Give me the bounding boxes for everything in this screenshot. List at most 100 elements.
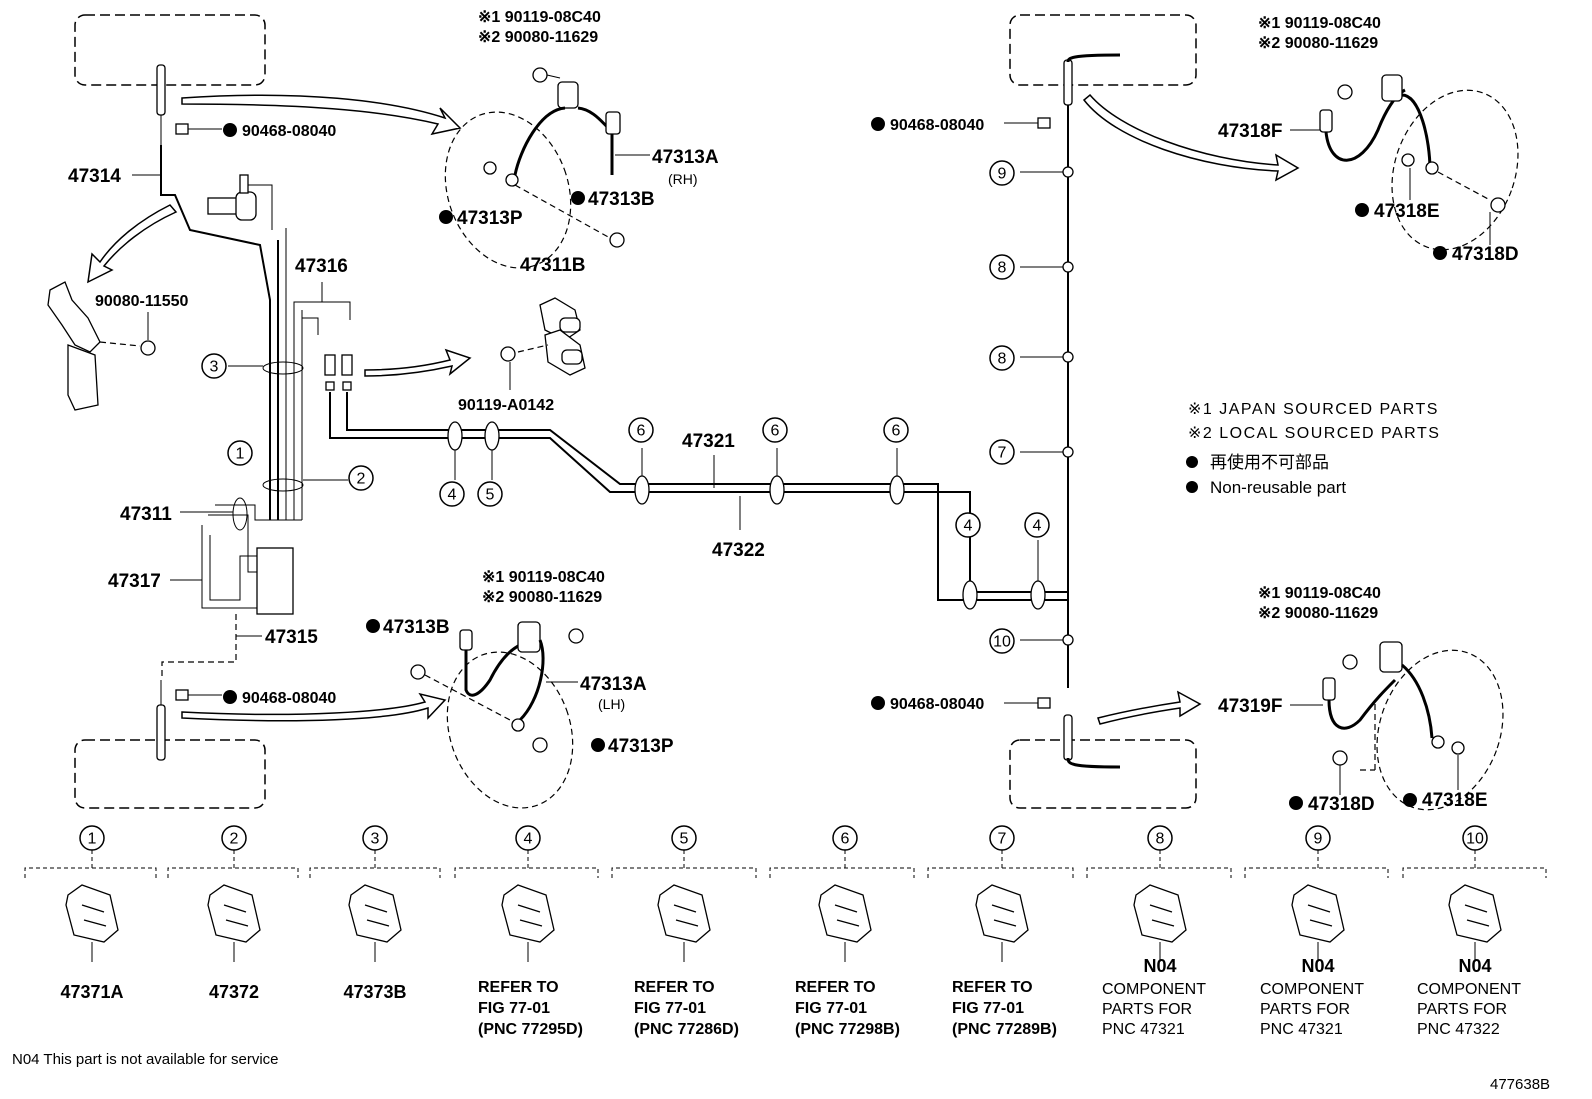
svg-text:4: 4 (1033, 518, 1042, 535)
clip-1-line-1: 47371A (60, 982, 123, 1002)
label-br-s2: ※2 90080-11629 (1258, 605, 1378, 622)
label-90468-tr: 90468-08040 (890, 117, 984, 134)
label-rh-s1: ※1 90119-08C40 (478, 9, 601, 26)
label-90468-bl: 90468-08040 (242, 690, 336, 707)
svg-text:8: 8 (998, 260, 1007, 277)
svg-text:10: 10 (1466, 831, 1484, 848)
label-rh-s2: ※2 90080-11629 (478, 29, 598, 46)
clip-7-line-3: (PNC 77289B) (952, 1021, 1057, 1038)
callout-m6c: 6 (883, 417, 909, 443)
callout-m5: 5 (477, 481, 503, 507)
clip-item-3: 3 47373B (309, 825, 441, 1002)
wheel-front-right-outline (1009, 14, 1197, 86)
legend-japan: ※1 JAPAN SOURCED PARTS (1188, 401, 1439, 418)
svg-text:8: 8 (1156, 831, 1165, 848)
label-90080-11550: 90080-11550 (95, 293, 189, 310)
clip-shape-6 (818, 884, 872, 943)
label-47318E-tr: 47318E (1374, 201, 1440, 222)
wheel-front-left-outline (74, 14, 266, 86)
legend-japanese-note: 再使用不可部品 (1210, 452, 1329, 472)
clip-9-line-1: N04 (1301, 956, 1334, 976)
svg-text:2: 2 (230, 831, 239, 848)
svg-text:6: 6 (637, 423, 646, 440)
clip-10-line-1: N04 (1458, 956, 1491, 976)
svg-text:5: 5 (680, 831, 689, 848)
label-47311B: 47311B (520, 255, 586, 276)
svg-text:8: 8 (998, 351, 1007, 368)
clip-2-line-1: 47372 (209, 982, 259, 1002)
clip-shape-2 (207, 884, 261, 943)
non-reusable-dots (223, 117, 1447, 810)
clip-8-line-1: N04 (1143, 956, 1176, 976)
line-clips (447, 421, 1046, 610)
clip-number-9: 9 (1305, 825, 1331, 851)
svg-text:5: 5 (486, 487, 495, 504)
svg-text:3: 3 (371, 831, 380, 848)
clip-shape-10 (1448, 884, 1502, 943)
clip-7-line-2: FIG 77-01 (952, 1000, 1024, 1017)
label-lh: (LH) (598, 696, 625, 712)
svg-text:4: 4 (964, 518, 973, 535)
svg-text:6: 6 (841, 831, 850, 848)
clip-9-line-4: PNC 47321 (1260, 1021, 1343, 1038)
clip-10-line-3: PARTS FOR (1417, 1001, 1507, 1018)
clip-number-10: 10 (1462, 825, 1488, 851)
clip-shape-7 (975, 884, 1029, 943)
legend-local: ※2 LOCAL SOURCED PARTS (1188, 425, 1440, 442)
svg-text:6: 6 (892, 423, 901, 440)
svg-text:1: 1 (88, 831, 97, 848)
label-47311: 47311 (120, 504, 172, 525)
label-lh-s2: ※2 90080-11629 (482, 589, 602, 606)
label-47314: 47314 (68, 166, 121, 187)
svg-text:1: 1 (236, 446, 245, 463)
label-lh-s1: ※1 90119-08C40 (482, 569, 605, 586)
svg-text:9: 9 (998, 166, 1007, 183)
svg-text:2: 2 (357, 471, 366, 488)
label-47313A-lh: 47313A (580, 674, 647, 695)
figure-id: 477638B (1490, 1076, 1550, 1093)
clip-4-line-2: FIG 77-01 (478, 1000, 550, 1017)
label-47319F: 47319F (1218, 696, 1282, 717)
clamp-47311B (500, 297, 586, 390)
callout-m10: 10 (989, 628, 1015, 654)
callout-m4c: 4 (1024, 512, 1050, 538)
legend-non-reusable: Non-reusable part (1210, 478, 1346, 497)
callout-m4a: 4 (439, 481, 465, 507)
clip-number-4: 4 (515, 825, 541, 851)
arrow-to-bracket (87, 204, 178, 284)
label-47313A-rh: 47313A (652, 147, 719, 168)
arrow-to-lh-caliper (181, 692, 447, 722)
clip-number-7: 7 (989, 825, 1015, 851)
right-brake-lines (1004, 53, 1121, 769)
tr-hose-assembly (1290, 74, 1519, 251)
clip-8-line-4: PNC 47321 (1102, 1021, 1185, 1038)
svg-text:10: 10 (993, 634, 1011, 651)
label-rh: (RH) (668, 171, 698, 187)
clip-3-line-1: 47373B (343, 982, 406, 1002)
clip-8-line-3: PARTS FOR (1102, 1001, 1192, 1018)
clip-shape-8 (1133, 884, 1187, 943)
label-tr-s1: ※1 90119-08C40 (1258, 15, 1381, 32)
callout-m6b: 6 (762, 417, 788, 443)
arrow-to-rh-caliper (181, 94, 462, 136)
label-47313B-lh: 47313B (383, 617, 450, 638)
label-47318F: 47318F (1218, 121, 1282, 142)
callout-m7: 7 (989, 439, 1015, 465)
svg-text:4: 4 (448, 487, 457, 504)
callout-m6a: 6 (628, 417, 654, 443)
clip-number-1: 1 (79, 825, 105, 851)
clip-4-line-3: (PNC 77295D) (478, 1021, 583, 1038)
label-47317: 47317 (108, 571, 161, 592)
clip-6-line-1: REFER TO (795, 979, 876, 996)
legend: ※1 JAPAN SOURCED PARTS ※2 LOCAL SOURCED … (1188, 401, 1440, 497)
clip-9-line-3: PARTS FOR (1260, 1001, 1350, 1018)
label-tr-s2: ※2 90080-11629 (1258, 35, 1378, 52)
label-47318D-tr: 47318D (1452, 244, 1519, 265)
label-47316: 47316 (295, 256, 348, 277)
